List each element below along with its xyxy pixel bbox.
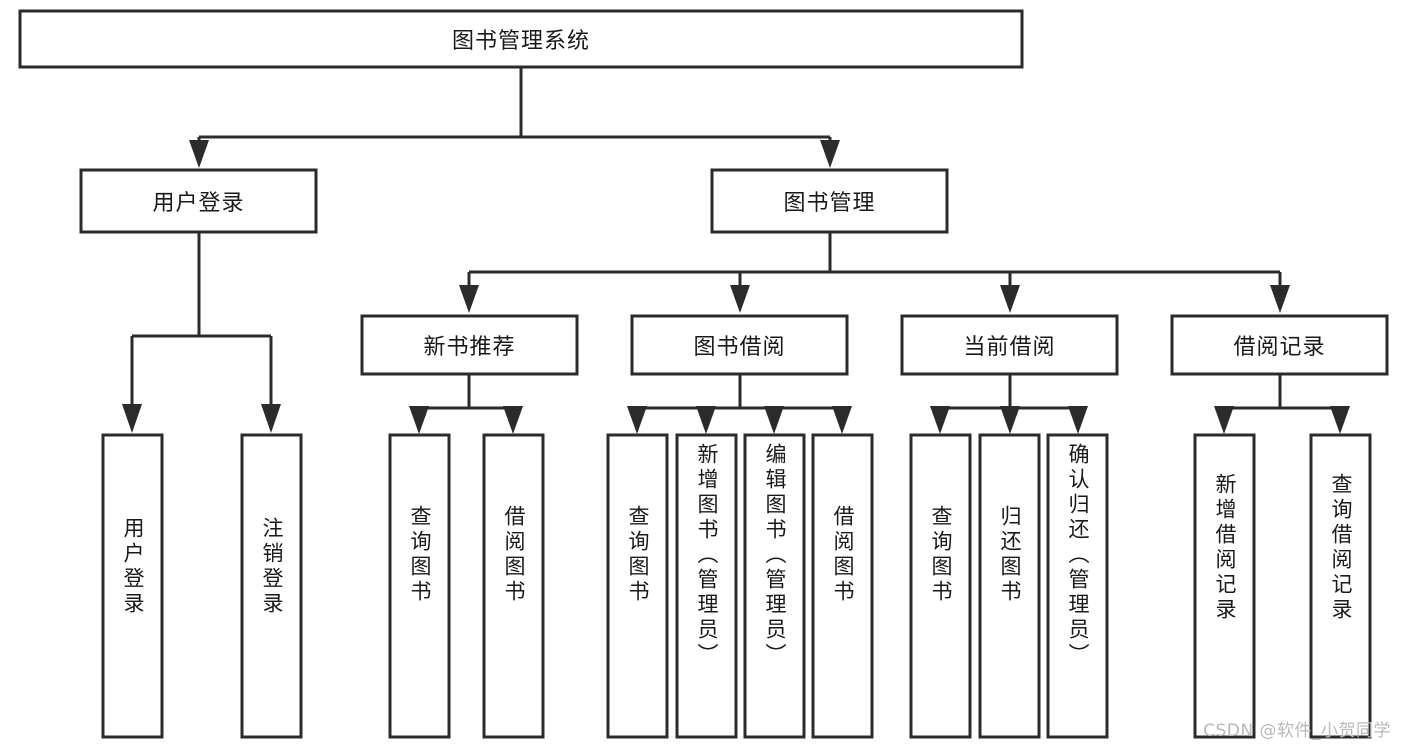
connector-group-new-book-rec — [409, 374, 523, 434]
connector-group-borrow-record — [1214, 374, 1350, 434]
node-box-new-book-rec[interactable] — [360, 314, 579, 376]
arrow-to-user-login — [189, 140, 209, 168]
node-box-book-manage[interactable] — [710, 168, 949, 234]
arrow-to-leaf-borrow-book-2 — [832, 406, 852, 434]
arrow-to-leaf-add-record — [1214, 406, 1234, 434]
connector-group-root — [197, 67, 832, 152]
node-box-leaf-query-book-2[interactable] — [606, 433, 669, 739]
node-box-leaf-confirm-return[interactable] — [1046, 433, 1109, 739]
arrow-to-book-borrow — [730, 285, 750, 313]
arrow-to-leaf-add-book — [696, 406, 716, 434]
arrow-to-leaf-query-book-1 — [409, 406, 429, 434]
arrow-to-borrow-record — [1270, 285, 1290, 313]
arrow-to-leaf-query-book-2 — [627, 406, 647, 434]
node-box-leaf-add-book[interactable] — [675, 433, 738, 739]
arrow-to-current-borrow — [1000, 285, 1020, 313]
node-box-leaf-user-login[interactable] — [101, 433, 164, 739]
arrow-to-leaf-confirm-return — [1068, 406, 1088, 434]
node-box-current-borrow[interactable] — [900, 314, 1119, 376]
node-box-book-borrow[interactable] — [630, 314, 849, 376]
connector-group-current-borrow — [930, 374, 1088, 434]
arrow-to-leaf-query-record — [1330, 406, 1350, 434]
node-box-root[interactable] — [18, 9, 1024, 69]
arrowheads-level1 — [189, 140, 840, 168]
connector-group-user-login — [122, 232, 281, 433]
node-box-leaf-edit-book[interactable] — [743, 433, 806, 739]
node-box-borrow-record[interactable] — [1170, 314, 1389, 376]
node-box-leaf-query-book-3[interactable] — [909, 433, 972, 739]
arrow-to-leaf-query-book-3 — [930, 406, 950, 434]
arrow-to-leaf-user-login — [122, 404, 142, 433]
arrow-to-leaf-edit-book — [764, 406, 784, 434]
connector-group-book-borrow — [627, 374, 852, 434]
arrow-to-leaf-return-book — [1000, 406, 1020, 434]
arrow-to-book-manage — [820, 140, 840, 168]
arrow-to-new-book-rec — [459, 285, 479, 313]
node-box-leaf-query-record[interactable] — [1309, 433, 1372, 739]
node-box-leaf-return-book[interactable] — [978, 433, 1041, 739]
arrow-to-leaf-borrow-book-1 — [503, 406, 523, 434]
node-box-leaf-borrow-book-2[interactable] — [811, 433, 874, 739]
node-box-user-login[interactable] — [79, 168, 318, 234]
arrow-to-leaf-logout — [261, 404, 281, 433]
connector-group-book-manage — [459, 232, 1290, 313]
node-box-leaf-borrow-book-1[interactable] — [482, 433, 545, 739]
node-box-leaf-logout[interactable] — [240, 433, 303, 739]
node-box-leaf-query-book-1[interactable] — [388, 433, 451, 739]
node-box-leaf-add-record[interactable] — [1193, 433, 1256, 739]
